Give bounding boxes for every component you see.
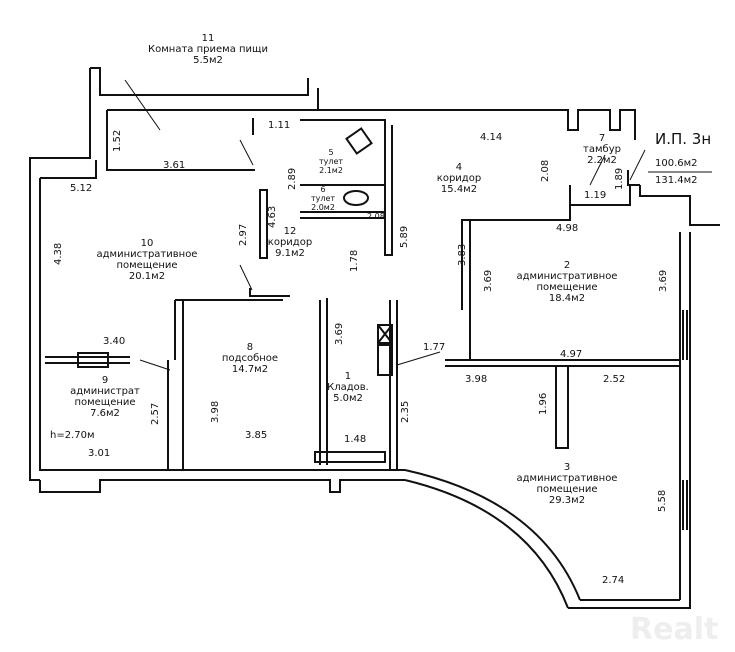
- dimension: 3.85: [245, 430, 268, 441]
- wall: [679, 232, 691, 600]
- leader-line: [629, 149, 646, 181]
- dimension: 5.58: [657, 489, 668, 512]
- dimension: 2.08: [540, 159, 551, 182]
- wall: [90, 67, 309, 96]
- dimension: 1.89: [614, 167, 625, 190]
- dimension: 1.77: [423, 342, 446, 353]
- dimension: 2.35: [400, 400, 411, 423]
- dimension: 3.61: [163, 160, 186, 171]
- wall: [569, 185, 631, 206]
- ceiling-height: h=2.70м: [50, 430, 95, 441]
- wall: [40, 160, 97, 179]
- wall: [568, 600, 691, 609]
- leader-line: [396, 351, 441, 366]
- leader-line: [239, 139, 254, 166]
- wall: [29, 68, 91, 481]
- dimension: 3.69: [334, 322, 345, 345]
- dimension: 4.14: [480, 132, 503, 143]
- dimension: 2.74: [602, 575, 625, 586]
- watermark: Realt: [630, 612, 719, 647]
- column: [555, 365, 569, 449]
- vent-cross: [377, 324, 393, 344]
- wall: [45, 356, 130, 364]
- wall: [404, 479, 569, 609]
- dimension: 3.83: [457, 243, 468, 266]
- unit-title: И.П. 3н: [655, 130, 712, 148]
- dimension: 2.57: [150, 402, 161, 425]
- dimension: 4.98: [556, 223, 579, 234]
- dimension: 1.11: [268, 120, 291, 131]
- dimension: 1.78: [349, 249, 360, 272]
- wall: [106, 110, 255, 171]
- radiator: [77, 352, 109, 368]
- wall: [461, 205, 571, 360]
- vent-box: [377, 344, 393, 376]
- leader-line: [139, 359, 171, 371]
- toilet-6: [343, 190, 369, 206]
- wall: [252, 118, 268, 259]
- dimension: 1.52: [112, 129, 123, 152]
- dimension: 3.40: [103, 336, 126, 347]
- leader-line: [239, 264, 253, 291]
- dimension: 4.97: [560, 349, 583, 360]
- wall: [175, 288, 398, 470]
- leader-line: [589, 154, 606, 186]
- toilet-5: [345, 127, 373, 155]
- dimension: 4.63: [267, 205, 278, 228]
- dimension: 2.08: [367, 212, 385, 221]
- dimension: 1.48: [344, 434, 367, 445]
- leader-line: [124, 79, 161, 131]
- dimension: 3.01: [88, 448, 111, 459]
- wall: [404, 469, 581, 601]
- dimension: 3.69: [658, 269, 669, 292]
- wall: [627, 170, 720, 226]
- wall: [682, 310, 688, 530]
- wall: [39, 178, 405, 471]
- wall: [167, 300, 176, 470]
- dimension: 3.98: [465, 374, 488, 385]
- wall: [107, 88, 636, 140]
- total-area: 131.4м2: [655, 175, 698, 186]
- living-area: 100.6м2: [655, 158, 698, 169]
- dimension: 4.38: [53, 242, 64, 265]
- dimension: 2.52: [603, 374, 626, 385]
- vent-shaft: [377, 324, 393, 344]
- dimension: 1.19: [584, 190, 607, 201]
- closet-shelf: [314, 451, 386, 463]
- dimension: 2.89: [287, 167, 298, 190]
- wall: [39, 479, 405, 493]
- dimension: 5.12: [70, 183, 93, 194]
- dimension: 5.89: [399, 225, 410, 248]
- dimension: 1.96: [538, 392, 549, 415]
- dimension: 3.98: [210, 400, 221, 423]
- dimension: 2.97: [238, 223, 249, 246]
- dimension: 3.69: [483, 269, 494, 292]
- wall: [300, 119, 393, 256]
